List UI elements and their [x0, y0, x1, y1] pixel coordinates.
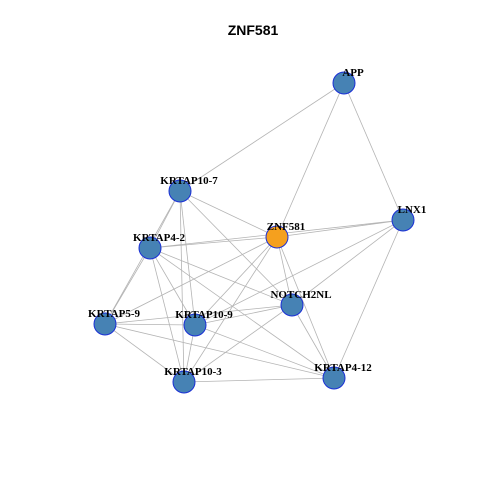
edge-znf581-krtap5-9 — [104, 236, 278, 325]
node-circle-znf581[interactable] — [265, 225, 289, 249]
node-krtap10-7[interactable]: KRTAP10-7 — [160, 175, 218, 203]
node-circle-krtap4-2[interactable] — [138, 236, 162, 260]
node-label-lnx1: LNX1 — [398, 204, 427, 216]
edge-layer — [104, 82, 404, 383]
edge-krtap10-7-krtap5-9 — [104, 190, 181, 325]
node-krtap10-3[interactable]: KRTAP10-3 — [164, 366, 222, 394]
node-label-krtap10-9: KRTAP10-9 — [175, 309, 233, 321]
node-circle-krtap4-12[interactable] — [322, 366, 346, 390]
node-circle-krtap10-3[interactable] — [172, 370, 196, 394]
edge-krtap5-9-krtap10-3 — [104, 323, 185, 383]
edge-krtap5-9-krtap10-9 — [104, 323, 196, 326]
edge-krtap4-2-krtap4-12 — [149, 247, 335, 379]
edge-znf581-notch2nl — [276, 236, 293, 306]
node-circle-lnx1[interactable] — [391, 208, 415, 232]
node-znf581[interactable]: ZNF581 — [265, 221, 306, 249]
node-label-app: APP — [342, 67, 364, 79]
node-label-krtap5-9: KRTAP5-9 — [88, 308, 140, 320]
edge-znf581-krtap10-9 — [194, 236, 278, 326]
edge-krtap10-7-krtap10-3 — [179, 190, 185, 383]
edge-znf581-krtap4-2 — [149, 236, 278, 249]
edge-krtap10-7-znf581 — [179, 190, 278, 238]
edge-krtap4-2-krtap10-9 — [149, 247, 196, 326]
edge-lnx1-notch2nl — [291, 219, 404, 306]
node-lnx1[interactable]: LNX1 — [391, 204, 427, 232]
edge-notch2nl-krtap10-3 — [183, 304, 293, 383]
graph-title: ZNF581 — [228, 22, 279, 38]
node-notch2nl[interactable]: NOTCH2NL — [270, 289, 332, 317]
node-krtap4-12[interactable]: KRTAP4-12 — [314, 362, 372, 390]
edge-krtap10-9-krtap4-12 — [194, 324, 335, 379]
node-label-znf581: ZNF581 — [267, 221, 306, 233]
node-label-krtap10-7: KRTAP10-7 — [160, 175, 218, 187]
edge-notch2nl-krtap4-12 — [291, 304, 335, 379]
edge-lnx1-krtap4-12 — [333, 219, 404, 379]
edge-lnx1-krtap10-9 — [194, 219, 404, 326]
node-app[interactable]: APP — [332, 67, 364, 95]
edge-krtap4-2-krtap5-9 — [104, 247, 151, 325]
node-krtap10-9[interactable]: KRTAP10-9 — [175, 309, 233, 337]
edge-app-znf581 — [276, 82, 345, 238]
edge-krtap10-7-krtap10-9 — [179, 190, 196, 326]
node-label-krtap4-2: KRTAP4-2 — [133, 232, 185, 244]
node-krtap4-2[interactable]: KRTAP4-2 — [133, 232, 185, 260]
node-label-krtap4-12: KRTAP4-12 — [314, 362, 372, 374]
node-circle-krtap5-9[interactable] — [93, 312, 117, 336]
edge-app-lnx1 — [343, 82, 404, 221]
node-label-krtap10-3: KRTAP10-3 — [164, 366, 222, 378]
edge-znf581-krtap10-3 — [183, 236, 278, 383]
edge-notch2nl-krtap10-9 — [194, 304, 293, 326]
edge-krtap10-3-krtap4-12 — [183, 377, 335, 383]
node-circle-krtap10-9[interactable] — [183, 313, 207, 337]
node-krtap5-9[interactable]: KRTAP5-9 — [88, 308, 140, 336]
edge-lnx1-znf581 — [276, 219, 404, 238]
node-label-notch2nl: NOTCH2NL — [270, 289, 331, 301]
edge-krtap4-2-krtap10-3 — [149, 247, 185, 383]
edge-app-krtap10-7 — [179, 82, 345, 192]
edge-znf581-krtap4-12 — [276, 236, 335, 379]
edge-krtap5-9-krtap4-12 — [104, 323, 335, 379]
edge-krtap10-7-notch2nl — [179, 190, 293, 306]
node-circle-notch2nl[interactable] — [280, 293, 304, 317]
edge-krtap4-2-notch2nl — [149, 247, 293, 306]
node-circle-krtap10-7[interactable] — [168, 179, 192, 203]
node-circle-app[interactable] — [332, 71, 356, 95]
